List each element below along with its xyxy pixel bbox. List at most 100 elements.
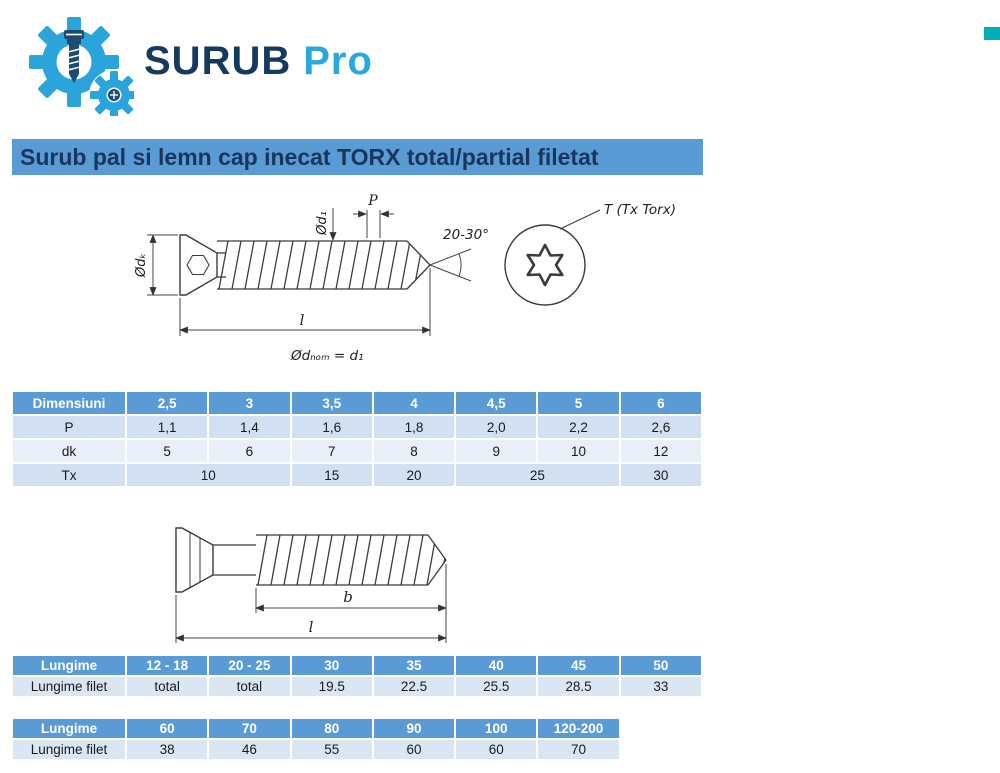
table-row: P 1,1 1,4 1,6 1,8 2,0 2,2 2,6: [13, 416, 701, 438]
header-cell: 12 - 18: [127, 656, 208, 675]
cell: 70: [538, 740, 619, 759]
header-cell: 20 - 25: [209, 656, 290, 675]
table-row: Lungime filet 38 46 55 60 60 70: [13, 740, 701, 759]
cell: 33: [620, 677, 701, 696]
cell: 10: [538, 440, 619, 462]
header-cell: 50: [620, 656, 701, 675]
row-label: P: [13, 416, 125, 438]
header-cell: Lungime: [13, 656, 125, 675]
cell: 1,1: [127, 416, 208, 438]
header-cell: 80: [291, 719, 372, 738]
dimension-lines: [147, 208, 472, 336]
header-cell: 100: [456, 719, 537, 738]
header-cell: 4: [373, 392, 455, 414]
header-cell: 30: [291, 656, 372, 675]
row-label: dk: [13, 440, 125, 462]
screw-thread-section: [217, 240, 431, 290]
page-title: Surub pal si lemn cap inecat TORX total/…: [12, 139, 703, 175]
cell: 22.5: [373, 677, 455, 696]
header-cell: 3,5: [291, 392, 372, 414]
drawing2-labels: b l: [309, 588, 353, 636]
header-cell: 60: [127, 719, 208, 738]
header-cell: 6: [620, 392, 701, 414]
cell: 28.5: [538, 677, 619, 696]
brand-primary: SURUB: [144, 38, 292, 83]
cell: 15: [291, 464, 372, 486]
bolt-cross: [110, 91, 118, 99]
cell: 55: [291, 740, 372, 759]
header-cell: 3: [209, 392, 290, 414]
cell: 1,8: [373, 416, 455, 438]
screw-dimension-drawing: Ødₖ Ød₁ P 20-30° l Ødₙₒₘ = d₁ T (Tx Torx…: [134, 193, 676, 364]
header-cell: 70: [209, 719, 290, 738]
torx-head-view: [504, 209, 601, 306]
table-row: Lungime filet total total 19.5 22.5 25.5…: [13, 677, 701, 696]
screw-thread-section: [256, 534, 447, 586]
brand-secondary: Pro: [303, 38, 373, 83]
label-pitch: P: [367, 193, 378, 209]
label-d1: Ød₁: [315, 211, 330, 236]
cell: 25.5: [456, 677, 537, 696]
cell: 20: [373, 464, 455, 486]
cell: 5: [127, 440, 208, 462]
cell: 19.5: [291, 677, 372, 696]
label-dnom: Ødₙₒₘ = d₁: [290, 348, 363, 364]
cell: 38: [127, 740, 208, 759]
screw-length-drawing: b l: [175, 527, 447, 643]
label-dk: Ødₖ: [134, 253, 149, 278]
header-cell: 5: [538, 392, 619, 414]
label-total-length: l: [309, 618, 314, 636]
header-cell: 35: [373, 656, 455, 675]
corner-marker: [984, 27, 1000, 40]
cell: total: [209, 677, 290, 696]
table-row: Tx 10 15 20 25 30: [13, 464, 701, 486]
cell: 1,4: [209, 416, 290, 438]
cell: 7: [291, 440, 372, 462]
screw-thread-lines: [66, 33, 82, 71]
header-cell: Dimensiuni: [13, 392, 125, 414]
table-header-row: Lungime 12 - 18 20 - 25 30 35 40 45 50: [13, 656, 701, 675]
cell: 46: [209, 740, 290, 759]
length-table-2: Lungime 60 70 80 90 100 120-200 Lungime …: [11, 717, 703, 761]
cell: 2,0: [456, 416, 537, 438]
header-cell-empty: [621, 719, 701, 738]
torx-star-icon: [526, 243, 564, 287]
cell: 25: [456, 464, 619, 486]
cell: 1,6: [291, 416, 372, 438]
header-cell: 4,5: [456, 392, 537, 414]
drawing1-labels: Ødₖ Ød₁ P 20-30° l Ødₙₒₘ = d₁ T (Tx Torx…: [134, 193, 676, 364]
header-cell: 40: [456, 656, 537, 675]
header-cell: 120-200: [538, 719, 619, 738]
cell: 60: [373, 740, 455, 759]
label-torx: T (Tx Torx): [604, 202, 676, 218]
label-thread-length: b: [343, 588, 353, 606]
cell: 12: [620, 440, 701, 462]
cell-empty: [621, 740, 701, 759]
row-label: Tx: [13, 464, 125, 486]
cell: 30: [620, 464, 701, 486]
cell: 2,2: [538, 416, 619, 438]
screw-head-outline: [175, 527, 256, 593]
cell: 9: [456, 440, 537, 462]
gear-small-icon: [90, 71, 134, 116]
screw-head-outline: [179, 234, 218, 296]
label-angle: 20-30°: [443, 227, 489, 243]
dimension-lines: [175, 564, 447, 643]
cell: 2,6: [620, 416, 701, 438]
gear-screw-logo-icon: [29, 17, 134, 116]
row-label: Lungime filet: [13, 677, 125, 696]
header-cell: 90: [373, 719, 455, 738]
cell: 60: [456, 740, 537, 759]
table-row: dk 5 6 7 8 9 10 12: [13, 440, 701, 462]
header-cell: 2,5: [127, 392, 208, 414]
label-length: l: [300, 311, 305, 329]
dimensions-table: Dimensiuni 2,5 3 3,5 4 4,5 5 6 P 1,1 1,4…: [11, 390, 703, 488]
row-label: Lungime filet: [13, 740, 125, 759]
header-cell: 45: [538, 656, 619, 675]
table-header-row: Dimensiuni 2,5 3 3,5 4 4,5 5 6: [13, 392, 701, 414]
cell: total: [127, 677, 208, 696]
header-cell: Lungime: [13, 719, 125, 738]
